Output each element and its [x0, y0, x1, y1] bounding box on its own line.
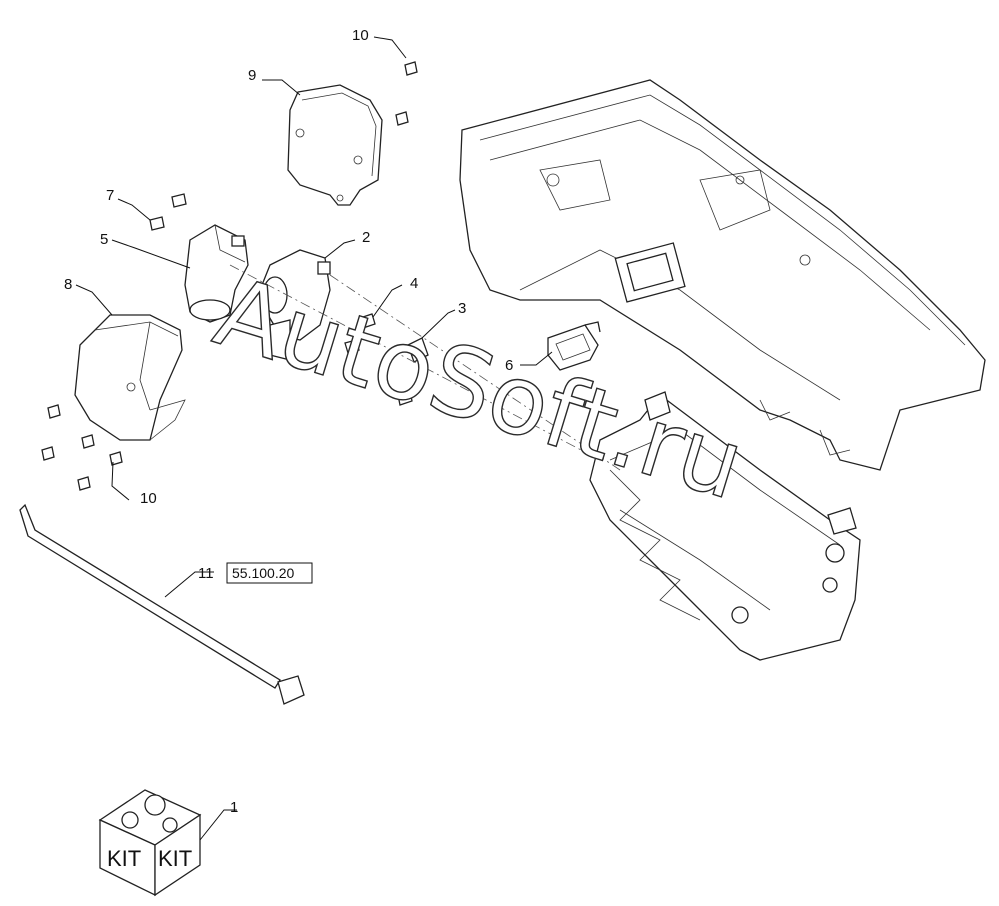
callout-7: 7: [106, 187, 114, 204]
callout-5: 5: [100, 231, 108, 248]
reference-code: 55.100.20: [232, 565, 294, 581]
callout-1: 1: [230, 799, 238, 816]
callout-6: 6: [505, 357, 513, 374]
small-fasteners: [41, 61, 429, 491]
callout-9: 9: [248, 67, 256, 84]
reference-box: 55.100.20: [226, 562, 313, 584]
assembly-lines: [229, 264, 621, 471]
callout-2: 2: [362, 229, 370, 246]
cover-part-9: [287, 84, 383, 206]
housing-part-8: [74, 314, 186, 441]
leader-lines: [75, 36, 553, 841]
kit-box-icon: KIT KIT: [98, 789, 202, 897]
callout-8: 8: [64, 276, 72, 293]
callout-3: 3: [458, 300, 466, 317]
wiring-harness-part-11: [19, 503, 305, 705]
callouts: 10 9 7 5 2 8 4 3 6 10 11 1: [64, 27, 513, 816]
motor-part-5: [184, 224, 249, 323]
callout-4: 4: [410, 275, 418, 292]
kit-label-left: KIT: [107, 846, 141, 871]
callout-10-top: 10: [352, 27, 369, 44]
callout-11: 11: [198, 565, 214, 582]
kit-label-right: KIT: [158, 846, 192, 871]
lower-bracket: [589, 391, 861, 661]
console-housing: [459, 79, 986, 471]
callout-10-bottom: 10: [140, 490, 157, 507]
